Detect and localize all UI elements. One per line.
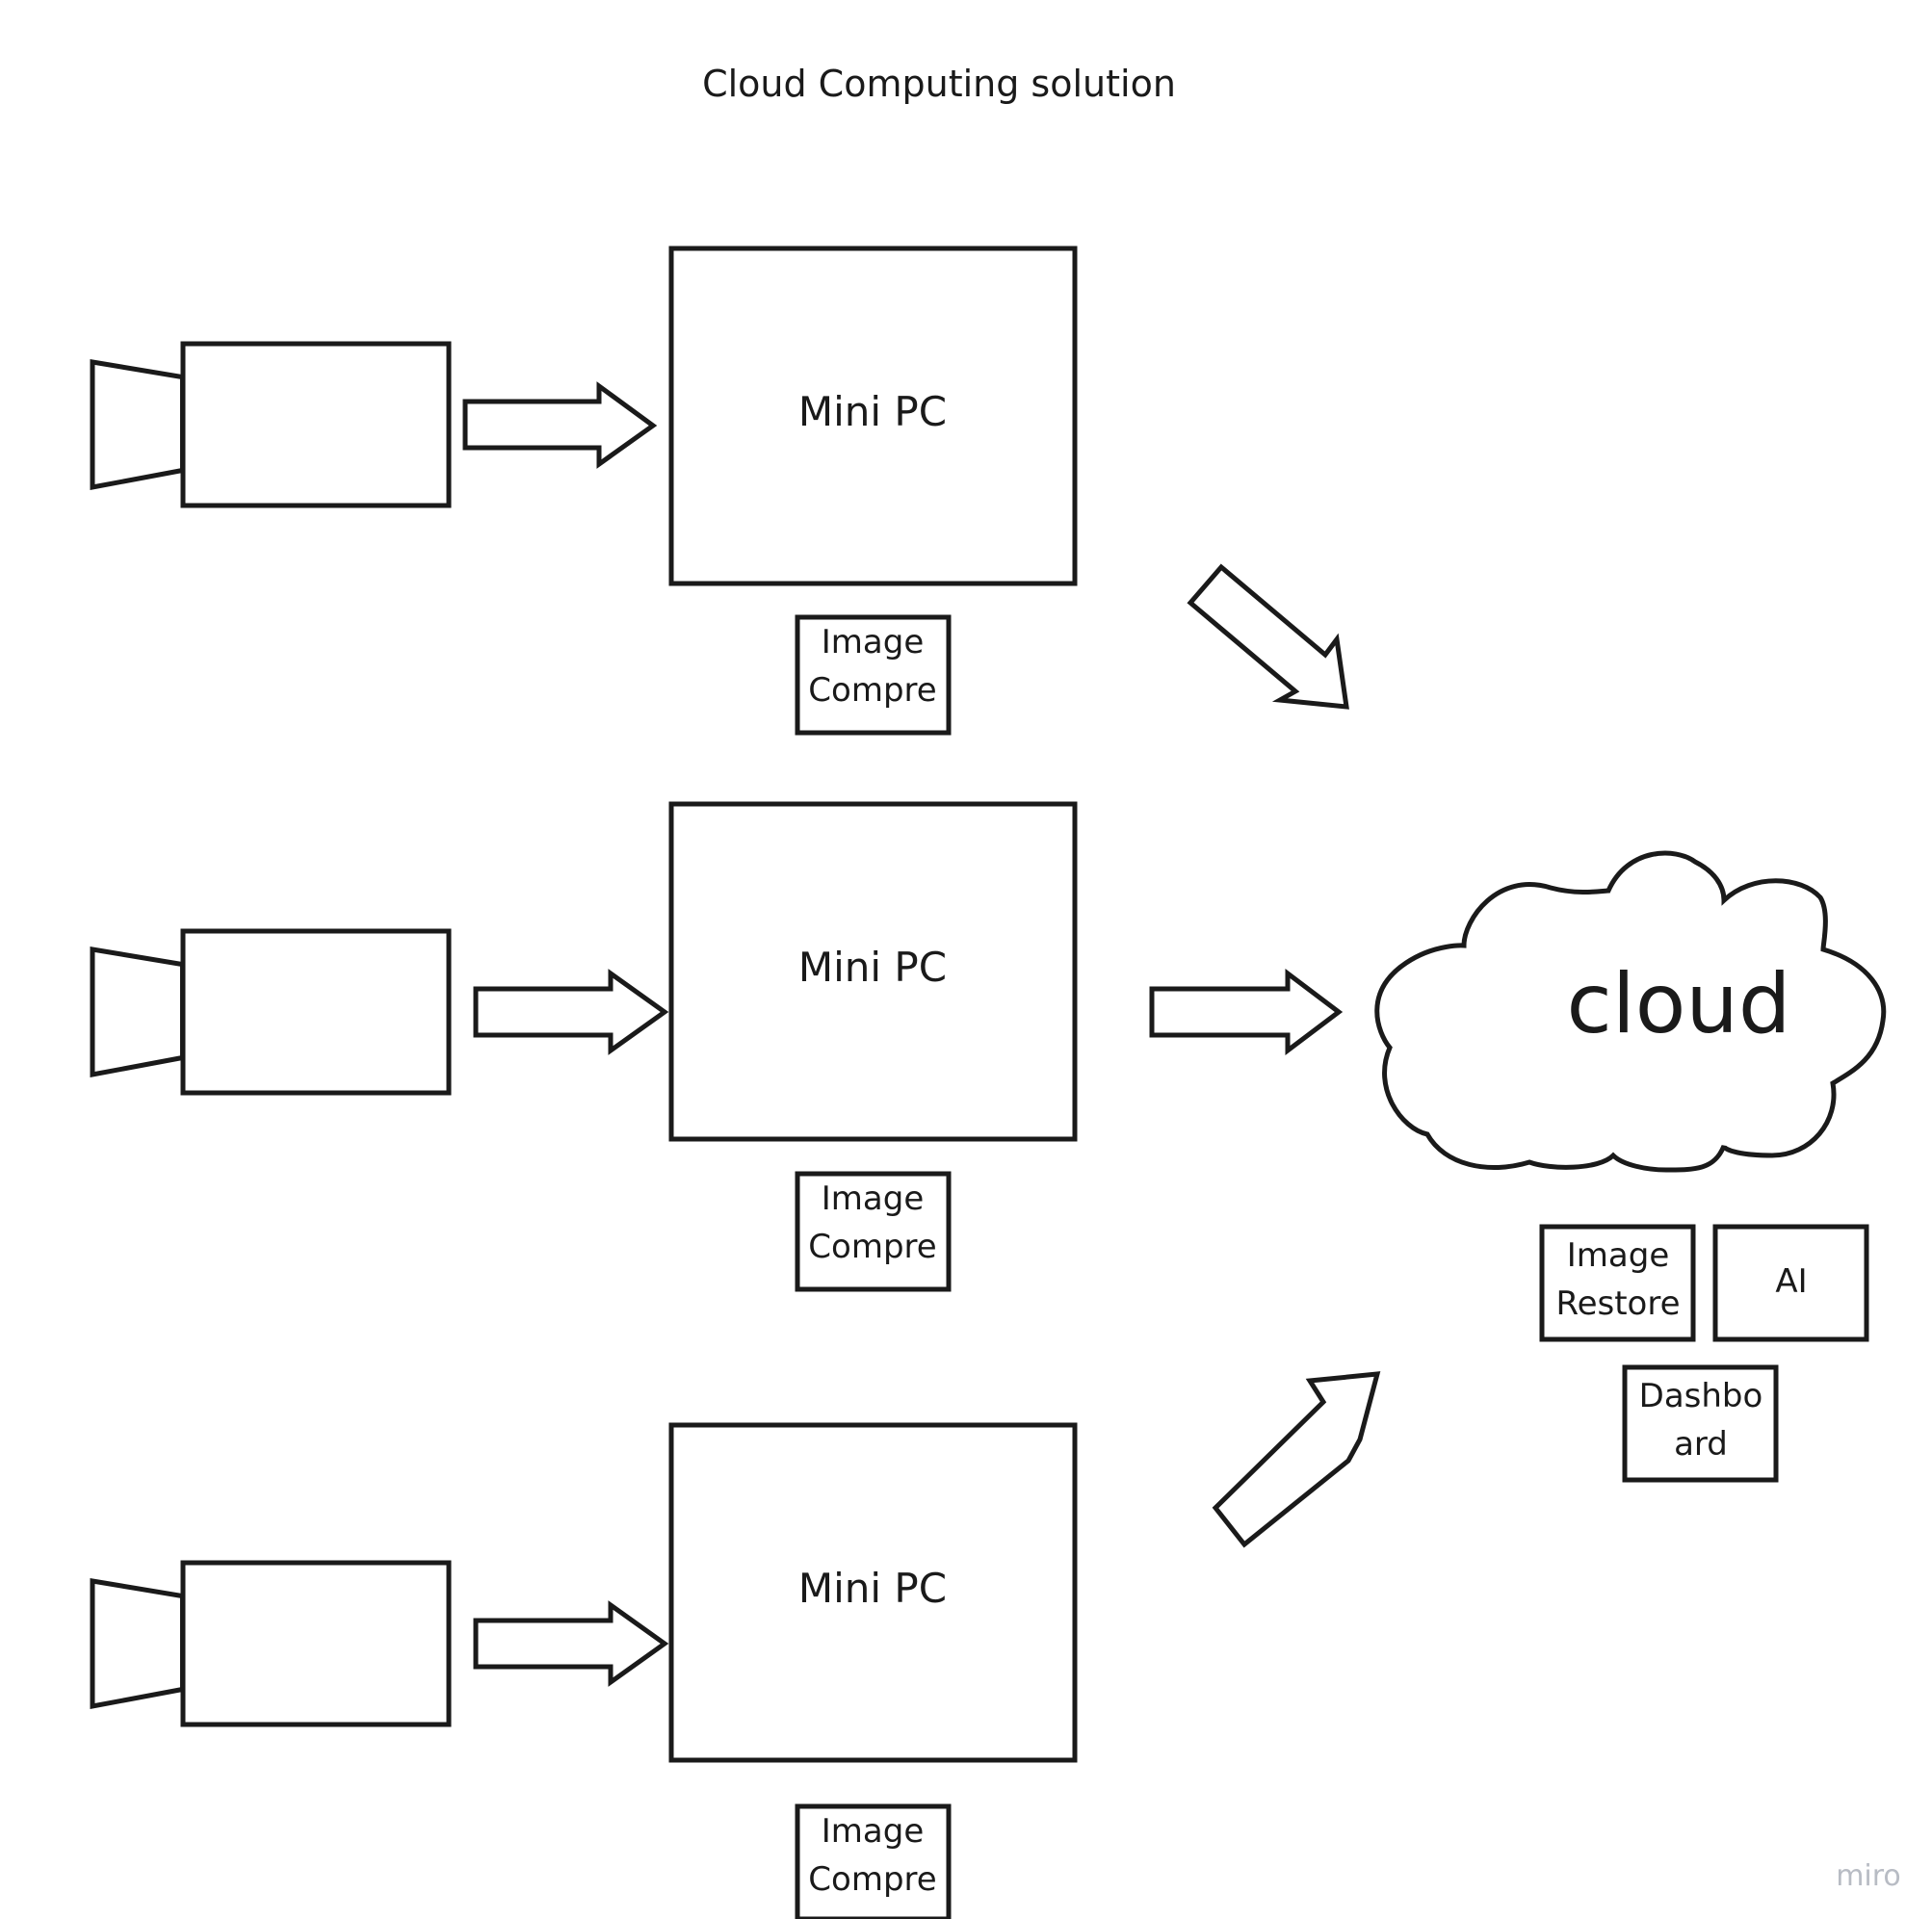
cloud-node: cloud: [1374, 850, 1887, 1173]
camera-lens-icon: [90, 947, 188, 1078]
mini-pc-3: Mini PC: [668, 1422, 1078, 1763]
mini-pc-box: [668, 246, 1078, 586]
module-box: [1539, 1224, 1696, 1342]
camera-body: [180, 928, 452, 1096]
camera-body: [180, 1560, 452, 1727]
module-label-line-2: Compre: [808, 1860, 936, 1899]
module-label: AI: [1775, 1262, 1807, 1301]
cloud-icon: [1374, 850, 1887, 1173]
mini-pc-1: Mini PC: [668, 246, 1078, 586]
module-box: [1622, 1364, 1779, 1483]
module-label-line-2: Compre: [808, 1228, 936, 1266]
module-label-line-2: Restore: [1555, 1284, 1680, 1323]
arrow-pc1-to-cloud: [1187, 563, 1349, 710]
module-box: [795, 614, 952, 736]
module-label-line-1: Image: [822, 623, 924, 661]
module-label-line-1: Image: [822, 1812, 924, 1851]
module-box: [795, 1171, 952, 1292]
camera-lens-icon: [90, 1578, 188, 1710]
mini-pc-2: Mini PC: [668, 801, 1078, 1142]
camera-body: [180, 341, 452, 508]
dashboard-module: Dashbo ard: [1622, 1364, 1779, 1483]
arrow-camera-to-pc-2: [473, 969, 669, 1055]
arrow-pc3-to-cloud: [1212, 1371, 1381, 1548]
mini-pc-label: Mini PC: [798, 388, 947, 435]
module-label-line-1: Image: [1567, 1236, 1669, 1275]
arrow-pc2-to-cloud: [1149, 968, 1344, 1056]
arrow-camera-to-pc-3: [473, 1600, 669, 1687]
ai-module: AI: [1712, 1224, 1869, 1342]
image-compression-module-3: Image Compre: [795, 1803, 952, 1919]
camera-lens-icon: [90, 359, 188, 491]
module-label-line-2: Compre: [808, 671, 936, 710]
mini-pc-box: [668, 1422, 1078, 1763]
image-restore-module: Image Restore: [1539, 1224, 1696, 1342]
arrow-camera-to-pc-1: [462, 381, 658, 469]
miro-watermark: miro: [1836, 1859, 1901, 1893]
image-compression-module-1: Image Compre: [795, 614, 952, 736]
cloud-label: cloud: [1567, 956, 1791, 1052]
diagram-title: Cloud Computing solution: [702, 63, 1176, 105]
camera-2: [90, 928, 452, 1096]
module-box: [795, 1803, 952, 1919]
mini-pc-box: [668, 801, 1078, 1142]
image-compression-module-2: Image Compre: [795, 1171, 952, 1292]
module-label-line-1: Dashbo: [1639, 1377, 1763, 1415]
mini-pc-label: Mini PC: [798, 944, 947, 991]
module-label-line-2: ard: [1674, 1425, 1728, 1464]
module-label-line-1: Image: [822, 1180, 924, 1218]
mini-pc-label: Mini PC: [798, 1565, 947, 1612]
module-box: [1712, 1224, 1869, 1342]
camera-1: [90, 341, 452, 508]
camera-3: [90, 1560, 452, 1727]
